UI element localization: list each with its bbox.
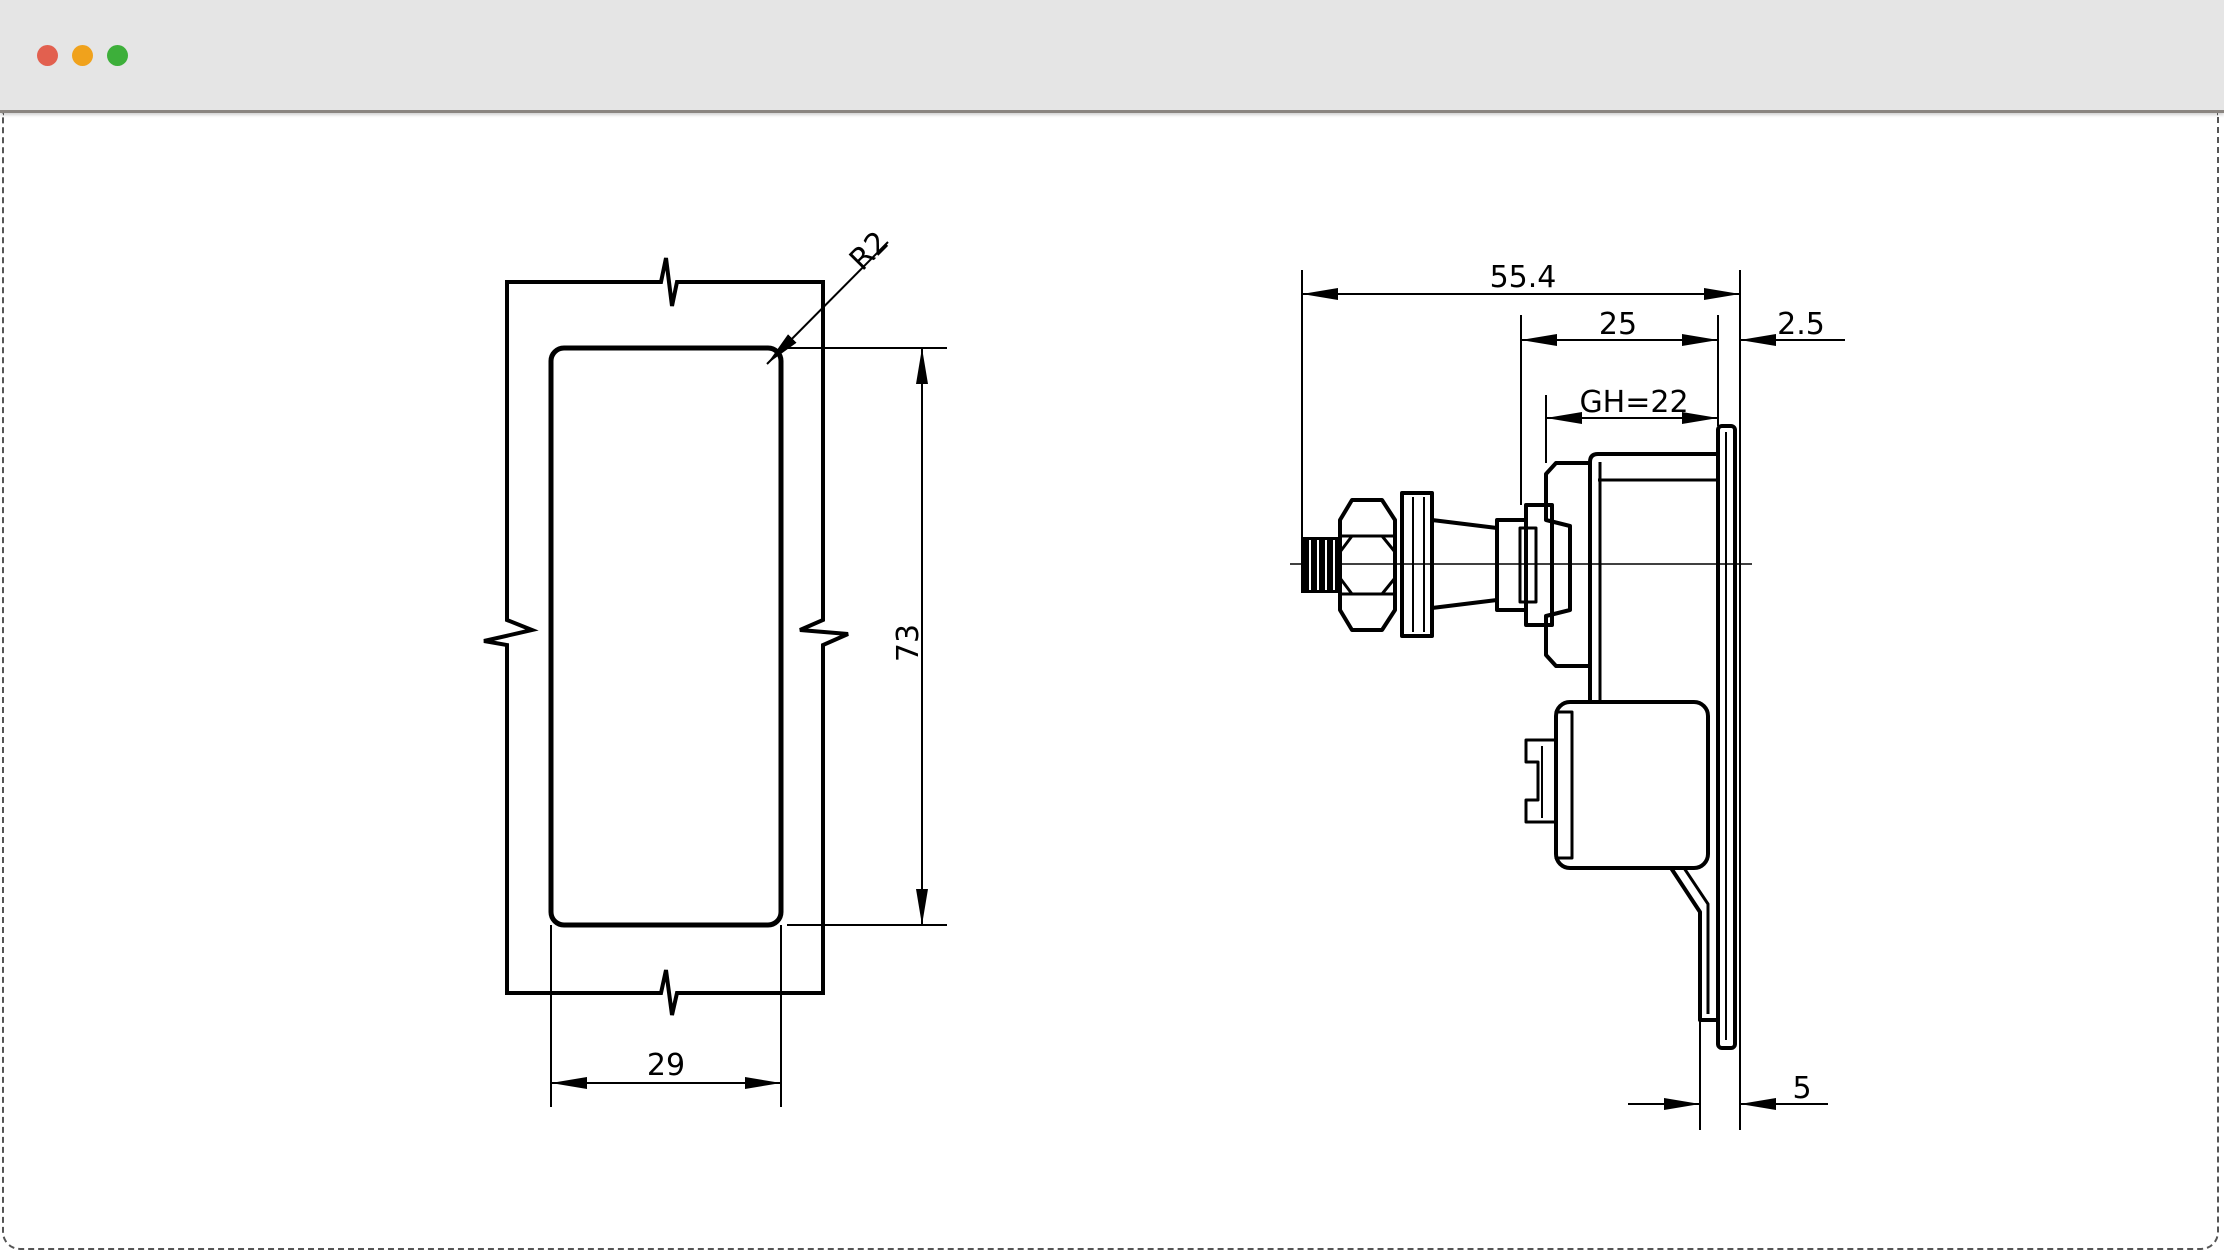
bracket-offset-label: 5 [1792,1071,1811,1106]
front-view [483,241,947,1107]
drawing-canvas [2,113,2219,1250]
window-titlebar [0,0,2224,113]
body-length-label: 25 [1599,307,1637,342]
mounting-plate [1716,424,1737,1050]
maximize-window-button[interactable] [107,45,128,66]
width-dimension-label: 29 [647,1048,685,1083]
bracket-leg [1669,866,1718,1022]
minimize-window-button[interactable] [72,45,93,66]
radius-label: R2 [843,225,896,278]
overall-length-label: 55.4 [1490,260,1557,295]
hex-nut [1338,498,1397,632]
close-window-button[interactable] [37,45,58,66]
plate-thickness-label: 2.5 [1777,307,1825,342]
lock-body [1588,452,1718,702]
grip-range-label: GH=22 [1579,385,1688,420]
height-dimension-label: 73 [891,624,926,662]
panel-outline [483,257,849,1016]
cutout-rectangle [548,345,784,928]
handle-housing [1554,700,1710,870]
side-view [1290,270,1845,1130]
